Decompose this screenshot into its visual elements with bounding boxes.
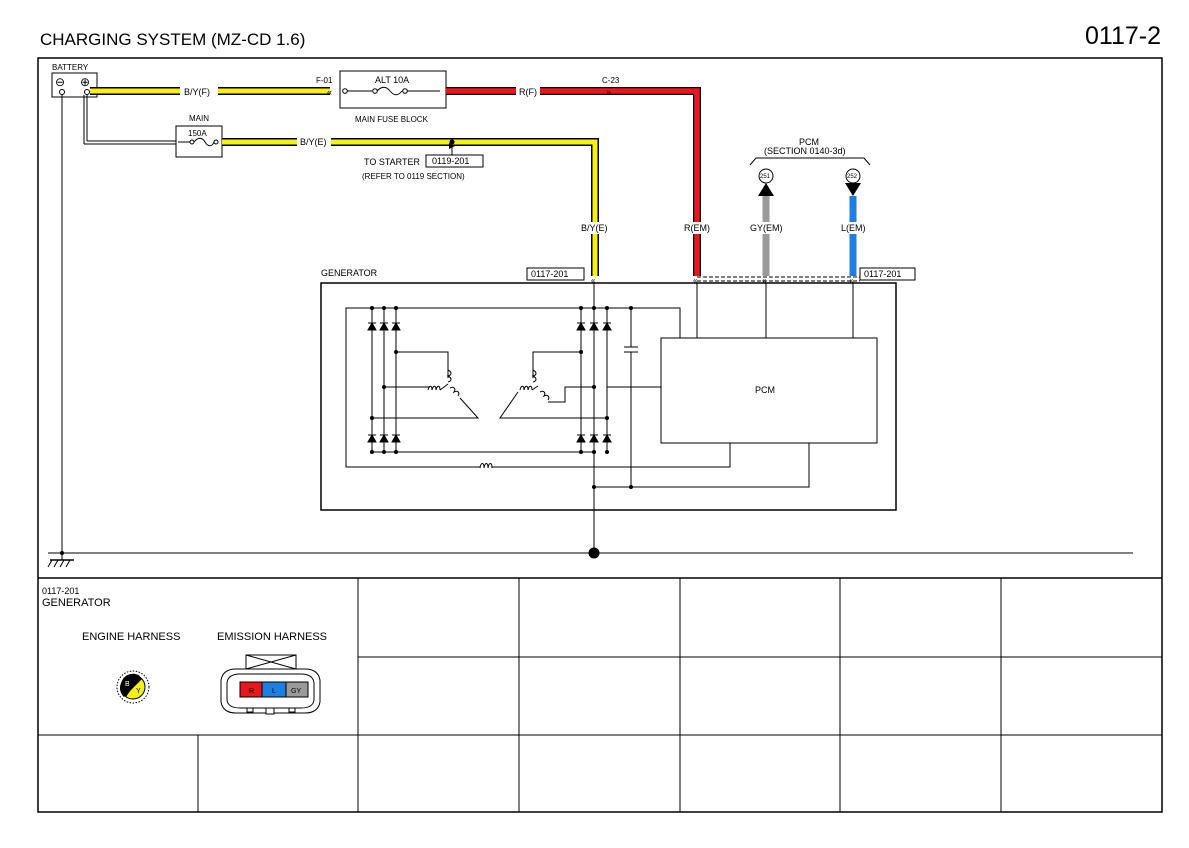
wire-label-r-em: R(EM) [684,223,710,233]
to-starter-label: TO STARTER [364,157,421,167]
internal-pcm-label: PCM [755,385,775,395]
starter-ref-box: 0119-201 [432,156,469,166]
connector-f01-label: F-01 [316,76,333,85]
battery-plus-icon: ⊕ [80,75,90,89]
refer-section-label: (REFER TO 0119 SECTION) [362,172,465,181]
engine-pin-b: B [125,681,130,688]
main-fuse-block: ALT 10A MAIN FUSE BLOCK [339,70,447,124]
emission-pin-r: R [249,688,254,695]
engine-harness-label: ENGINE HARNESS [82,631,180,643]
wire-label-l-em: L(EM) [841,223,866,233]
svg-text:«: « [849,276,854,285]
wire-label-by-f: B/Y(F) [184,87,210,97]
main-fuse-block-label: MAIN FUSE BLOCK [355,115,429,124]
connector-ref-left: 0117-201 [531,269,568,279]
pcm-section-label: (SECTION 0140-3d) [764,146,846,156]
rotor-coil-icon [479,463,493,469]
battery-minus-icon: ⊖ [55,75,65,89]
svg-text:«: « [591,276,596,285]
fuse-icon [376,86,403,96]
emission-harness-connector-icon: R L GY [220,654,321,715]
page-number: 0117-2 [1085,22,1161,50]
svg-text:«: « [693,276,698,285]
engine-pin-y: Y [136,688,141,695]
terminal-252: 252 [847,174,858,180]
pcm-label: PCM [799,137,819,147]
emission-harness-label: EMISSION HARNESS [217,631,327,643]
generator-box [320,282,897,511]
battery-label: BATTERY [52,63,89,72]
connector-table: 0117-201 GENERATOR ENGINE HARNESS EMISSI… [38,578,1162,812]
connector-c23-label: C-23 [602,76,620,85]
page-frame [37,57,1163,813]
capacitor-icon [624,306,638,489]
connector-f01-icon: « [327,87,332,97]
main-fuse-title: MAIN [189,114,209,123]
connector-c23-icon: » [606,87,611,97]
wire-label-gy-em: GY(EM) [750,223,783,233]
terminal-251: 251 [760,174,771,180]
connector-name: GENERATOR [42,597,111,609]
ground-icon [47,559,74,568]
svg-text:«: « [762,276,767,285]
wire-label-r-f: R(F) [519,87,537,97]
stator-winding-right-icon [499,351,661,419]
generator-label: GENERATOR [321,268,378,278]
emission-pin-l: L [272,688,276,695]
engine-harness-connector-icon: B Y [116,670,150,704]
internal-pcm-box [660,337,878,444]
wire-label-by-e-vertical: B/Y(E) [581,223,608,233]
fuse-150a-icon [193,137,215,147]
battery: BATTERY ⊖ ⊕ [51,63,98,98]
main-fuse: MAIN 150A [175,114,223,158]
connector-code: 0117-201 [42,586,79,596]
connector-ref-right: 0117-201 [864,269,901,279]
alt-fuse-label: ALT 10A [375,75,409,85]
main-fuse-rating: 150A [188,129,207,138]
rectifier-left [367,306,595,454]
ground-node [588,547,600,559]
stator-winding-left-icon [372,351,480,419]
page-title: CHARGING SYSTEM (MZ-CD 1.6) [40,30,306,49]
wire-label-by-e: B/Y(E) [300,137,327,147]
emission-pin-gy: GY [291,688,301,695]
